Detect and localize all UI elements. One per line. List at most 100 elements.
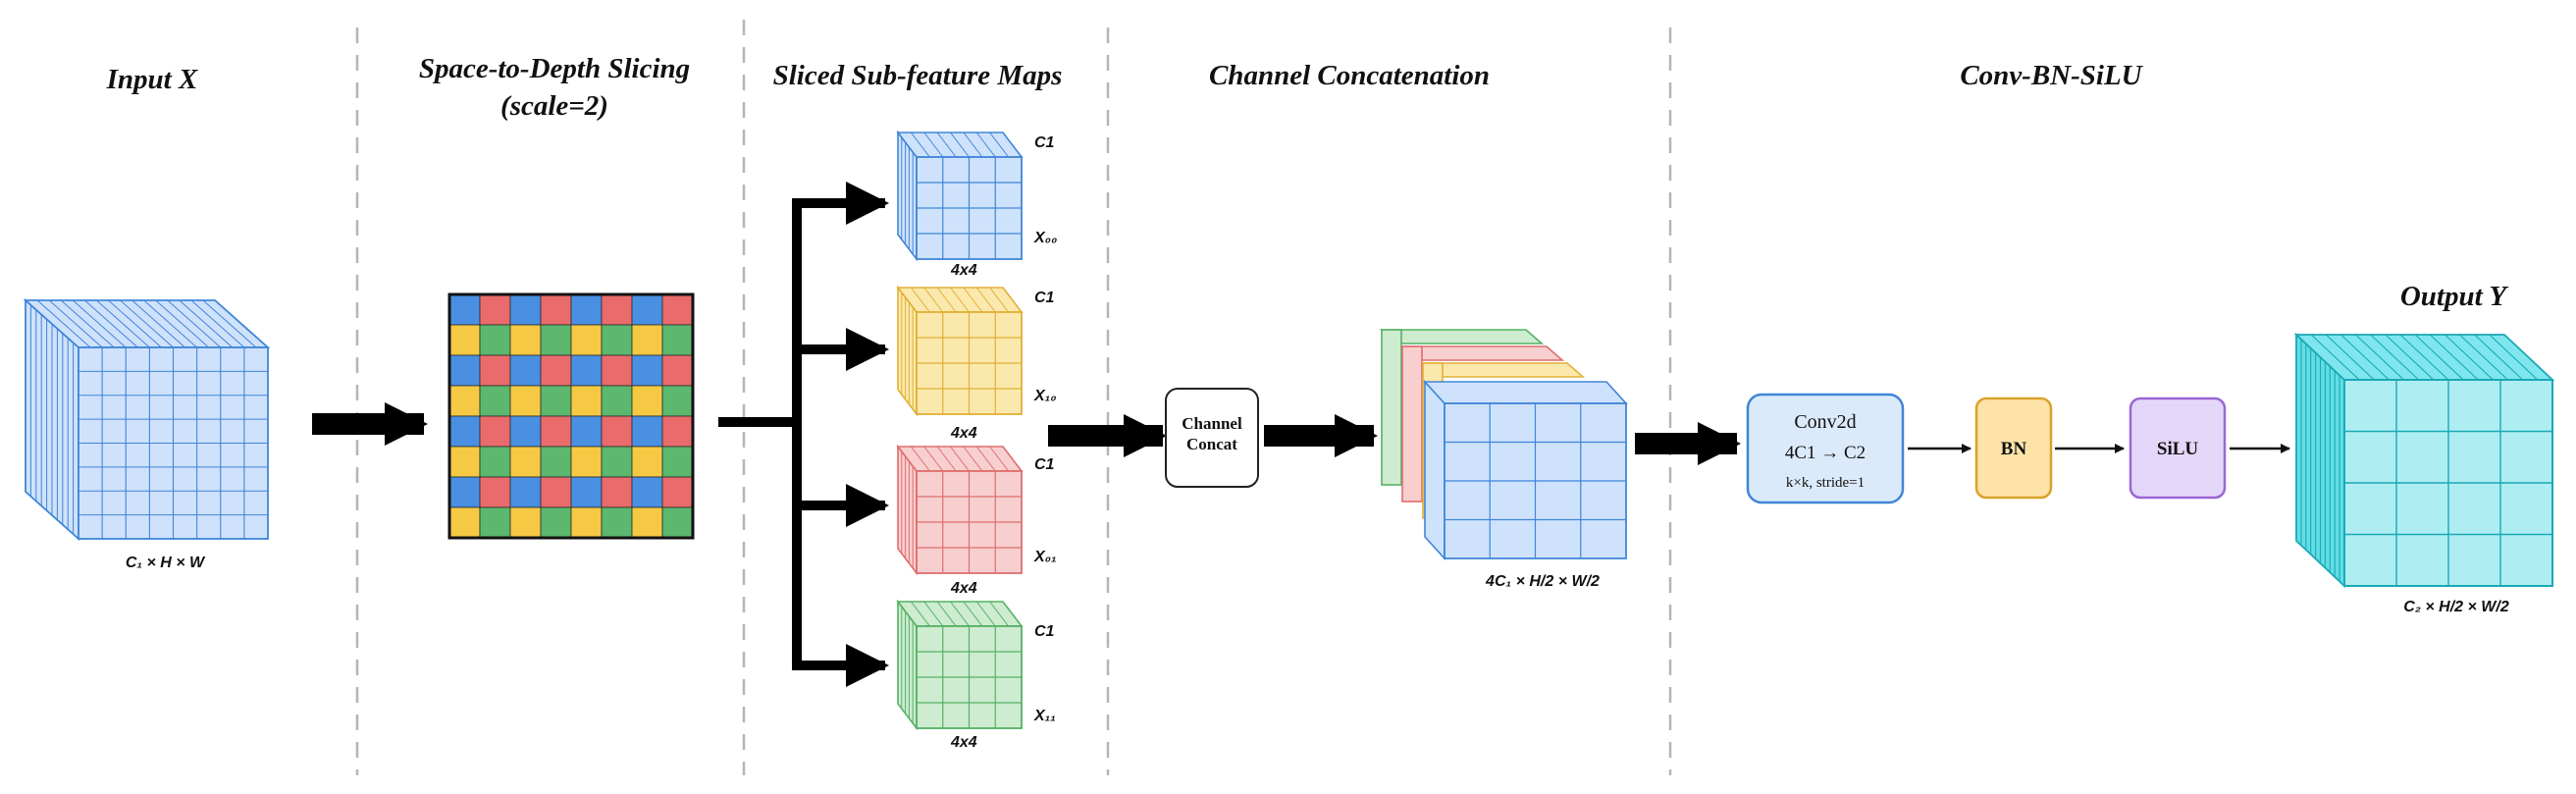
grid-cell (631, 506, 663, 539)
cube-hatch-line (83, 299, 138, 348)
cube-hatch-line (167, 299, 222, 348)
stage-separators (355, 20, 1672, 775)
silu-label: SiLU (2157, 439, 2199, 459)
grid-cell (661, 354, 694, 387)
concatenated-tensor (1379, 329, 1628, 561)
cube-hatch-line (963, 446, 983, 472)
cube-hatch-line (923, 446, 944, 472)
concat-layer-top (1420, 362, 1586, 378)
grid-cell (509, 476, 542, 508)
cube-hatch-line (975, 132, 996, 158)
grid-cell (631, 446, 663, 478)
cube-hatch-line (950, 601, 970, 627)
grid-cell (540, 324, 572, 356)
cube-top-face (1423, 381, 1628, 404)
grid-cell (661, 293, 694, 326)
cube-hatch-line (2445, 334, 2494, 381)
grid-cell (570, 506, 603, 539)
concat-layer-side (1381, 329, 1402, 486)
grid-cell (540, 385, 572, 417)
grid-cell (601, 354, 633, 387)
sub-map-size-label: 4x4 (950, 262, 977, 279)
grid-cell (601, 385, 633, 417)
concat-shape-label: 4C₁ × H/2 × W/2 (1485, 573, 1600, 590)
cube-hatch-line (155, 299, 210, 348)
cube-hatch-line (120, 299, 174, 348)
cube-hatch-line (2459, 334, 2508, 381)
conv2d-params: k×k, stride=1 (1786, 475, 1865, 491)
grid-cell (479, 324, 511, 356)
grid-cell (448, 385, 481, 417)
sub-map-size-label: 4x4 (950, 580, 977, 597)
cube-hatch-line (910, 132, 930, 158)
channel-concat-line2: Concat (1186, 435, 1237, 453)
cube-hatch-line (202, 299, 257, 348)
grid-cell (448, 354, 481, 387)
cube-hatch-line (989, 132, 1010, 158)
cube-hatch-line (2370, 334, 2420, 381)
sub-map-name-label: X₀₀ (1033, 230, 1057, 246)
cube-hatch-line (910, 601, 930, 627)
sub-map-name-label: X₁₁ (1033, 708, 1056, 724)
conv2d-block: Conv2d 4C1 → C2 k×k, stride=1 (1746, 393, 1905, 504)
channel-concat-block: Channel Concat (1165, 388, 1259, 488)
header-channel-concat: Channel Concatenation (1208, 60, 1491, 91)
cube-hatch-line (2310, 334, 2360, 381)
cube-hatch-line (131, 299, 185, 348)
silu-block: SiLU (2129, 397, 2227, 500)
grid-cell (601, 415, 633, 448)
cube-hatch-line (96, 299, 150, 348)
grid-cell (448, 415, 481, 448)
grid-cell (479, 415, 511, 448)
cube-hatch-line (72, 299, 127, 348)
grid-cell (661, 415, 694, 448)
grid-cell (601, 506, 633, 539)
cube-hatch-line (2414, 334, 2464, 381)
cube-hatch-line (950, 446, 970, 472)
grid-cell (601, 293, 633, 326)
grid-cell (479, 476, 511, 508)
grid-cell (509, 506, 542, 539)
cube-hatch-line (936, 132, 957, 158)
grid-cell (540, 354, 572, 387)
output-shape-label: C₂ × H/2 × W/2 (2403, 599, 2509, 615)
cube-hatch-line (143, 299, 197, 348)
grid-cell (448, 324, 481, 356)
branch-tree (718, 182, 889, 687)
concat-layer-side (1401, 345, 1423, 503)
grid-cell (448, 446, 481, 478)
cube-hatch-line (975, 446, 996, 472)
grid-cell (631, 415, 663, 448)
cube-hatch-line (936, 287, 957, 313)
header-input: Input X (106, 64, 198, 95)
concat-layer-top (1399, 345, 1565, 361)
bn-block: BN (1974, 397, 2053, 500)
grid-cell (661, 324, 694, 356)
sub-map-cube (896, 285, 1024, 417)
cube-hatch-line (2429, 334, 2479, 381)
cube-hatch-line (36, 299, 91, 348)
cube-hatch-line (2385, 334, 2435, 381)
grid-cell (631, 476, 663, 508)
sub-map-cube (896, 599, 1024, 731)
header-output: Output Y (2399, 281, 2507, 312)
grid-cell (509, 446, 542, 478)
grid-cell (540, 446, 572, 478)
cube-hatch-line (910, 446, 930, 472)
grid-cell (540, 506, 572, 539)
cube-hatch-line (950, 132, 970, 158)
grid-cell (631, 354, 663, 387)
concat-layer-top (1379, 329, 1545, 344)
cube-hatch-line (108, 299, 162, 348)
grid-cell (509, 415, 542, 448)
cube-hatch-line (923, 287, 944, 313)
sub-map-name-label: X₁₀ (1033, 388, 1057, 404)
cube-hatch-line (963, 601, 983, 627)
grid-cell (448, 476, 481, 508)
cube-hatch-line (2355, 334, 2404, 381)
grid-cell (631, 293, 663, 326)
grid-cell (661, 506, 694, 539)
cube-hatch-line (923, 601, 944, 627)
cube-hatch-line (923, 132, 944, 158)
